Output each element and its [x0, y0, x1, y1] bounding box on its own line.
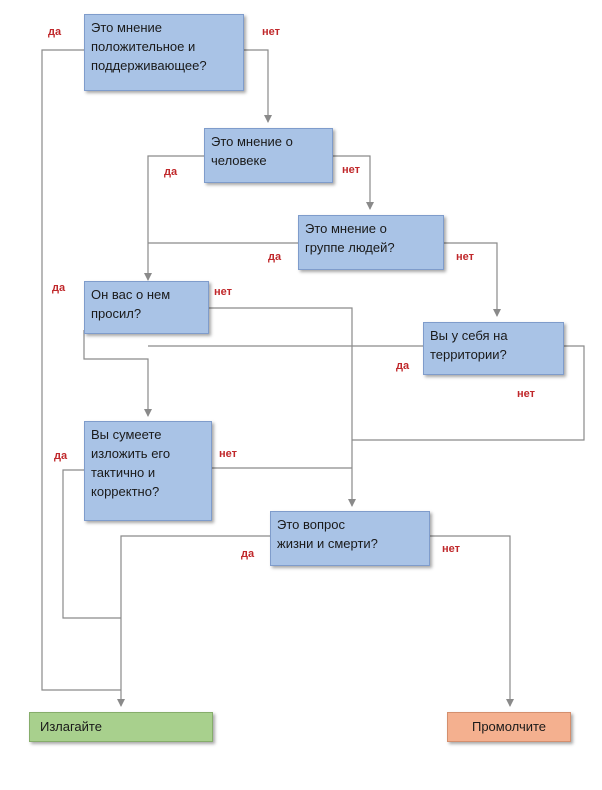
label-q4-no: нет: [214, 286, 233, 298]
label-q7-no: нет: [442, 543, 461, 555]
connector-q6-yes: [62, 469, 121, 619]
question-on-own-territory: Вы у себя на территории?: [423, 322, 564, 375]
outcome-silent: Промолчите: [447, 712, 571, 742]
question-tactful-correct: Вы сумеете изложить его тактично и корре…: [84, 421, 212, 521]
connector-q3-no: [444, 242, 501, 317]
connector-q4-no: [209, 307, 356, 507]
label-q3-yes: да: [268, 251, 282, 263]
label-q3-no: нет: [456, 251, 475, 263]
question-positive-supportive: Это мнение положительное и поддерживающе…: [84, 14, 244, 91]
connector-q2-no: [333, 155, 374, 210]
outcome-speak: Излагайте: [29, 712, 213, 742]
label-q2-yes: да: [164, 166, 178, 178]
label-q6-yes: да: [54, 450, 68, 462]
connector-q1-no: [244, 49, 272, 123]
label-q4-yes: да: [52, 282, 66, 294]
connector-q4-yes: [83, 330, 152, 417]
question-about-person: Это мнение о человеке: [204, 128, 333, 183]
connector-q7-yes: [117, 535, 270, 707]
label-q1-yes: да: [48, 26, 62, 38]
question-about-group: Это мнение о группе людей?: [298, 215, 444, 270]
label-q5-yes: да: [396, 360, 410, 372]
label-q1-no: нет: [262, 26, 281, 38]
label-q2-no: нет: [342, 164, 361, 176]
connector-q7-no: [430, 535, 514, 707]
connector-q1-yes: [41, 49, 121, 691]
label-q5-no: нет: [517, 388, 536, 400]
label-q6-no: нет: [219, 448, 238, 460]
label-q7-yes: да: [241, 548, 255, 560]
question-did-they-ask: Он вас о нем просил?: [84, 281, 209, 334]
connector-q2-yes: [144, 155, 204, 281]
question-life-and-death: Это вопрос жизни и смерти?: [270, 511, 430, 566]
connector-q5-no: [352, 345, 585, 441]
